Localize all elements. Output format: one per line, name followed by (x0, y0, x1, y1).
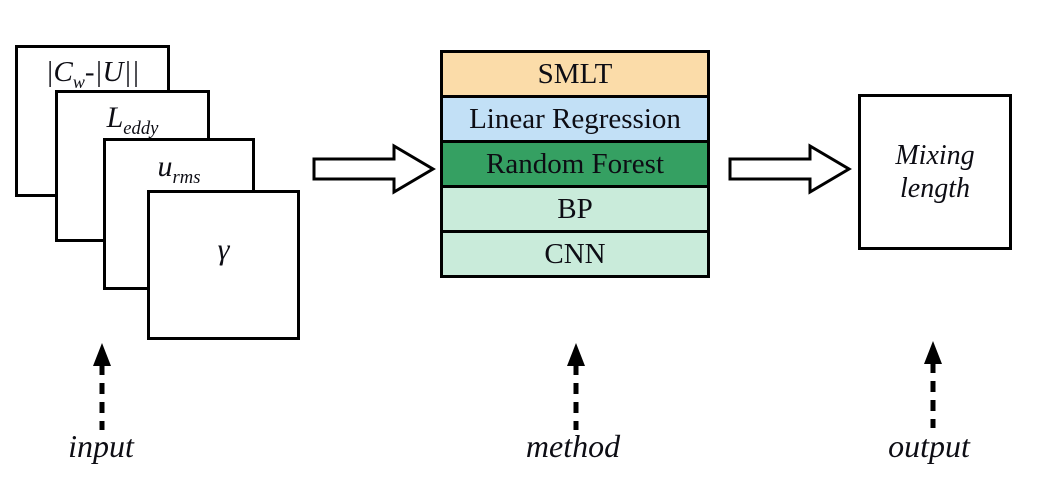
caption-method: method (525, 428, 621, 464)
input-card-gamma: γ (147, 190, 300, 340)
output-label-line2: length (900, 173, 970, 204)
method-label: BP (557, 192, 593, 225)
method-label: CNN (544, 237, 606, 270)
method-label: Random Forest (485, 147, 665, 180)
method-stack: SMLT Linear Regression Random Forest BP … (440, 50, 710, 278)
caption-output: output (888, 428, 970, 464)
dashed-arrow-method-icon (567, 343, 585, 430)
method-row-linear-regression: Linear Regression (443, 95, 707, 140)
input-card-label: γ (217, 233, 230, 266)
input-card-label: Leddy (106, 101, 159, 139)
input-card-label: |Cw-|U|| (45, 56, 140, 92)
caption-input: input (68, 428, 134, 464)
method-row-smlt: SMLT (443, 53, 707, 95)
output-label-line1: Mixing (895, 140, 975, 171)
method-row-cnn: CNN (443, 230, 707, 275)
arrow-input-to-method-icon (312, 143, 436, 195)
method-row-random-forest: Random Forest (443, 140, 707, 185)
input-card-label: urms (157, 150, 201, 188)
dashed-arrow-output-icon (924, 341, 942, 428)
method-row-bp: BP (443, 185, 707, 230)
arrow-method-to-output-icon (728, 143, 852, 195)
dashed-arrow-input-icon (93, 343, 111, 430)
method-label: Linear Regression (469, 102, 681, 135)
method-label: SMLT (537, 57, 613, 90)
output-box: Mixing length (858, 94, 1012, 250)
